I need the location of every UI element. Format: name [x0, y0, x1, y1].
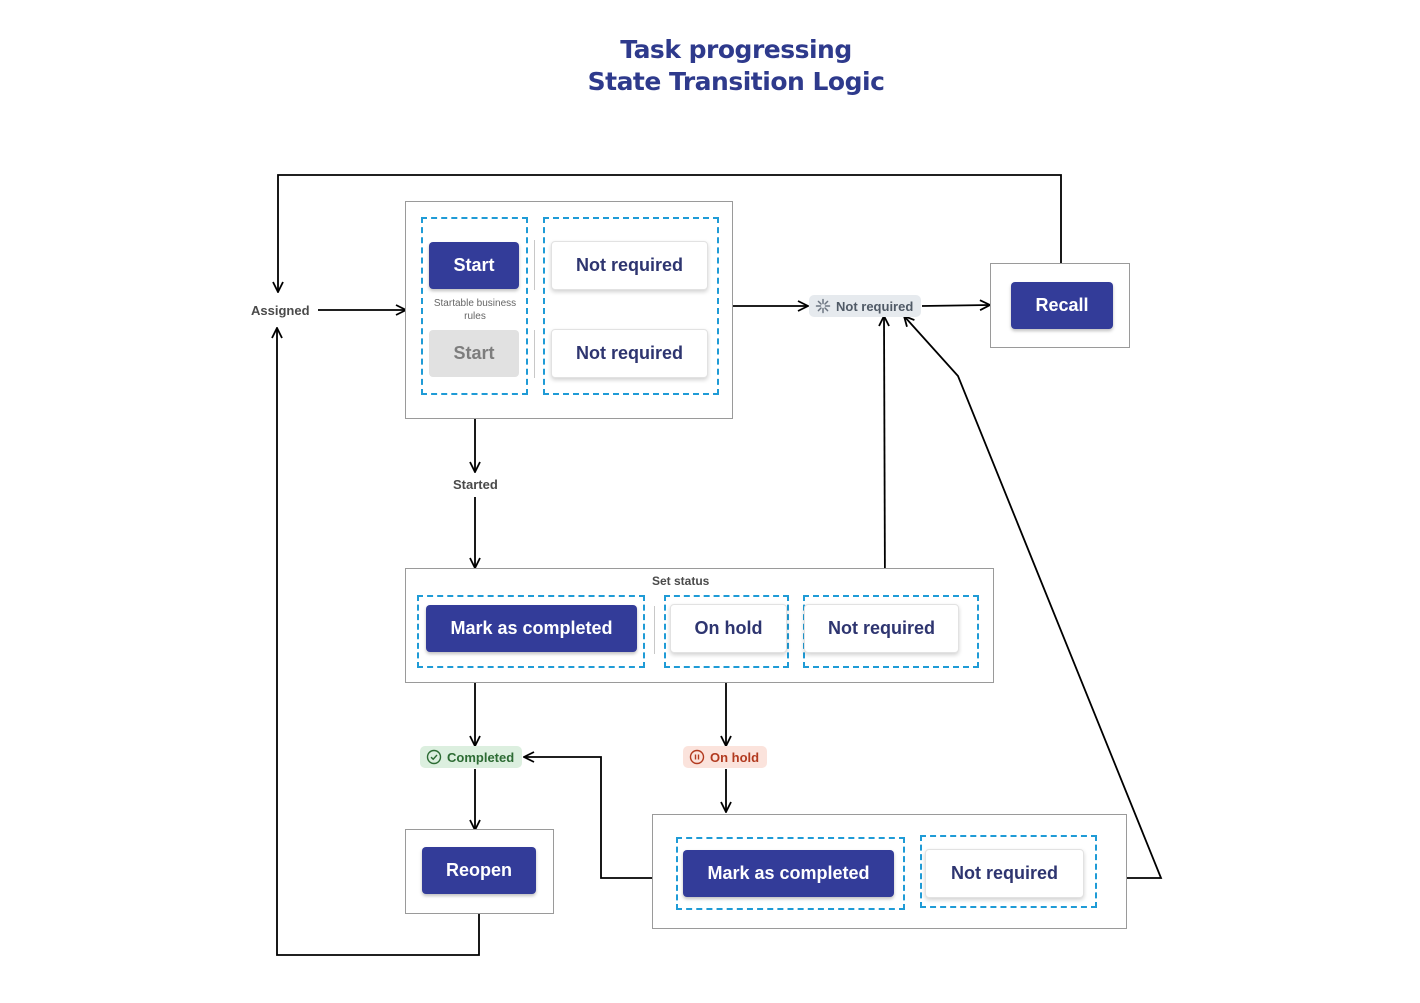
set-status-not-required-to-badge-arrow [884, 316, 885, 597]
not-required-badge-label: Not required [836, 298, 914, 314]
not-required-button[interactable]: Not required [551, 329, 708, 378]
check-circle-icon [426, 749, 442, 765]
title-line-2: State Transition Logic [587, 67, 885, 96]
on-hold-button[interactable]: On hold [670, 604, 787, 653]
not-required-dashed-group [543, 217, 719, 395]
divider [534, 240, 535, 290]
recall-button[interactable]: Recall [1011, 282, 1113, 329]
badge-to-recall-arrow [921, 305, 990, 306]
start-button[interactable]: Start [429, 242, 519, 289]
completed-badge: Completed [420, 746, 523, 768]
state-assigned: Assigned [251, 303, 310, 318]
reopen-button[interactable]: Reopen [422, 847, 536, 894]
title-line-1: Task progressing [620, 35, 852, 64]
not-required-button[interactable]: Not required [804, 604, 959, 653]
diagram-title: Task progressing State Transition Logic [0, 34, 1420, 98]
not-required-badge: Not required [809, 295, 922, 317]
divider [654, 606, 655, 654]
start-group-box [405, 201, 733, 419]
on-hold-badge-label: On hold [710, 749, 760, 765]
not-required-button[interactable]: Not required [551, 241, 708, 290]
asterisk-icon [815, 298, 831, 314]
recall-to-assigned-arrow [278, 174, 1062, 292]
mark-as-completed-button[interactable]: Mark as completed [426, 605, 637, 652]
lower-mark-completed-to-completed-arrow [524, 757, 680, 879]
start-button-disabled: Start [429, 330, 519, 377]
mark-completed-dashed-group [676, 837, 905, 910]
completed-badge-label: Completed [447, 749, 515, 765]
reopen-to-assigned-arrow [277, 328, 480, 956]
state-started: Started [453, 477, 498, 492]
mark-as-completed-button[interactable]: Mark as completed [683, 850, 894, 897]
start-dashed-group [421, 217, 528, 395]
lower-not-required-to-badge-arrow [904, 316, 1163, 879]
on-hold-badge: On hold [683, 746, 768, 768]
startable-business-rules-note: Startable business rules [433, 298, 517, 322]
not-required-button[interactable]: Not required [925, 849, 1084, 898]
on-hold-dashed-group [664, 595, 789, 668]
divider [534, 330, 535, 378]
set-status-title: Set status [652, 574, 710, 588]
not-required-dashed-group [920, 835, 1097, 908]
pause-circle-icon [689, 749, 705, 765]
mark-completed-dashed-group [417, 595, 645, 668]
